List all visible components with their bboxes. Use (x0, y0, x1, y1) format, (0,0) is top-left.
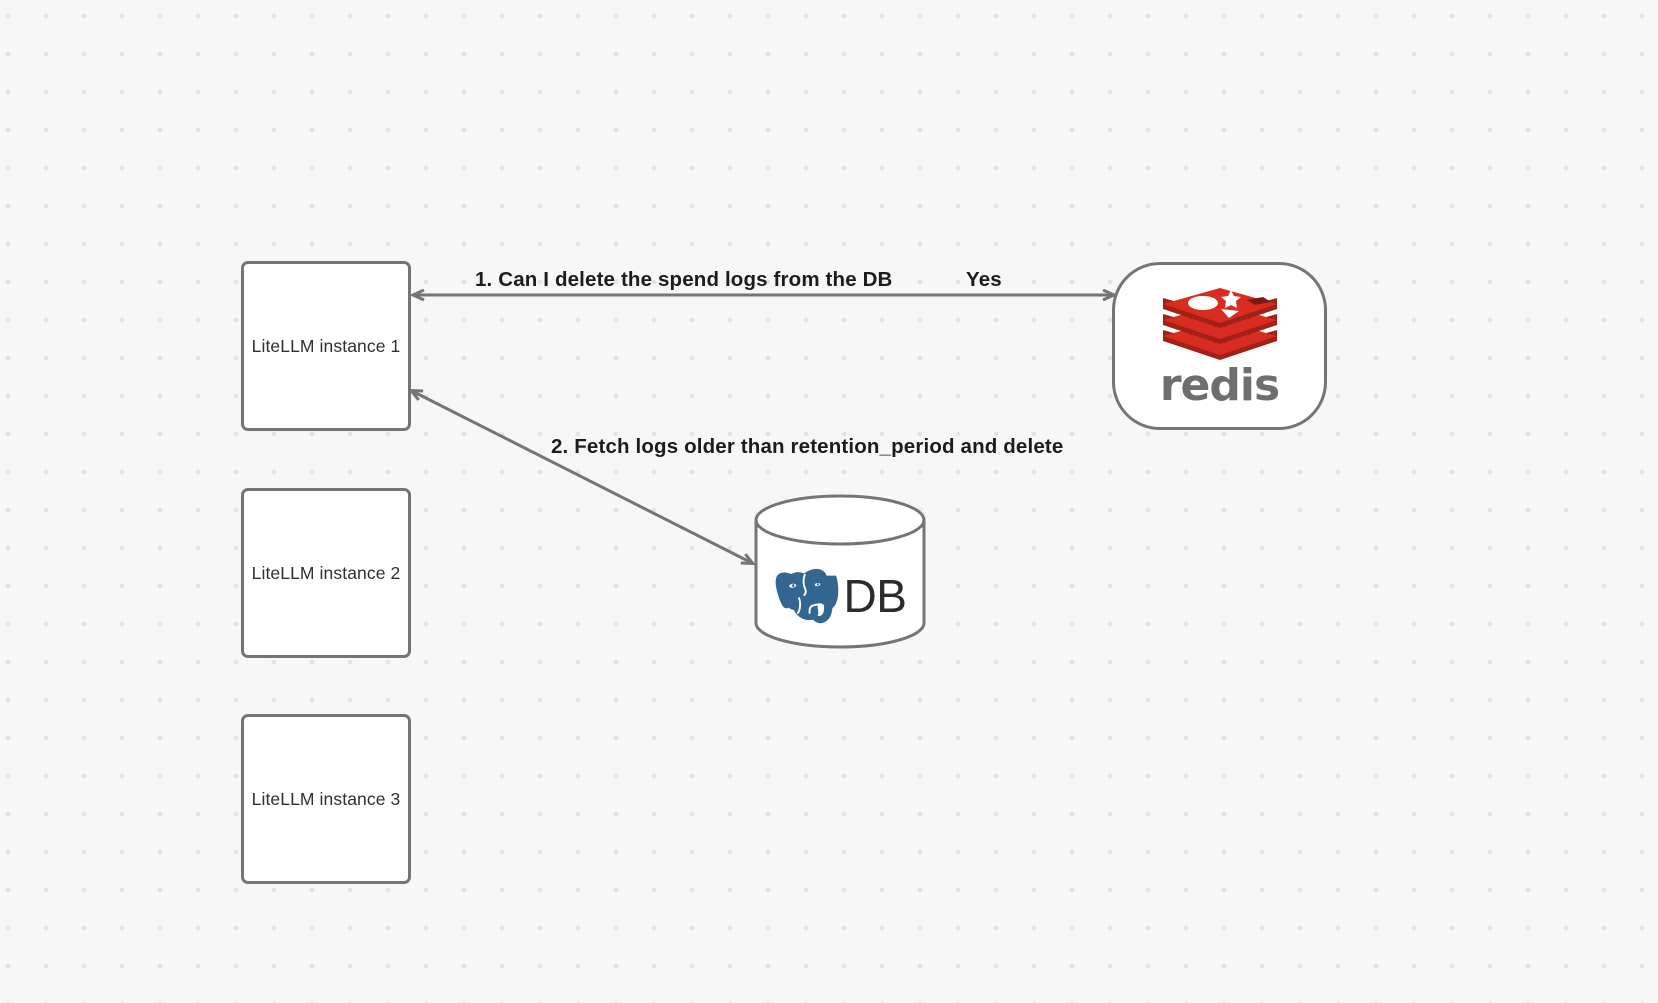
edge-instance1-db (412, 391, 752, 563)
node-redis[interactable]: redis (1112, 262, 1327, 430)
node-database[interactable]: DB (754, 494, 926, 649)
node-litellm-instance-2[interactable]: LiteLLM instance 2 (241, 488, 411, 658)
node-label: LiteLLM instance 2 (251, 562, 401, 583)
redis-stack-icon (1162, 288, 1277, 360)
edge-label-yes: Yes (966, 268, 1002, 291)
node-label: LiteLLM instance 3 (251, 788, 401, 809)
postgresql-elephant-icon (775, 568, 838, 624)
db-label: DB (843, 570, 907, 622)
node-litellm-instance-3[interactable]: LiteLLM instance 3 (241, 714, 411, 884)
node-litellm-instance-1[interactable]: LiteLLM instance 1 (241, 261, 411, 431)
redis-logo: redis (1159, 284, 1281, 408)
node-label: LiteLLM instance 1 (251, 335, 401, 356)
redis-wordmark: redis (1159, 360, 1280, 411)
edge-label-step-2: 2. Fetch logs older than retention_perio… (551, 435, 1064, 458)
edge-label-step-1: 1. Can I delete the spend logs from the … (475, 268, 893, 291)
